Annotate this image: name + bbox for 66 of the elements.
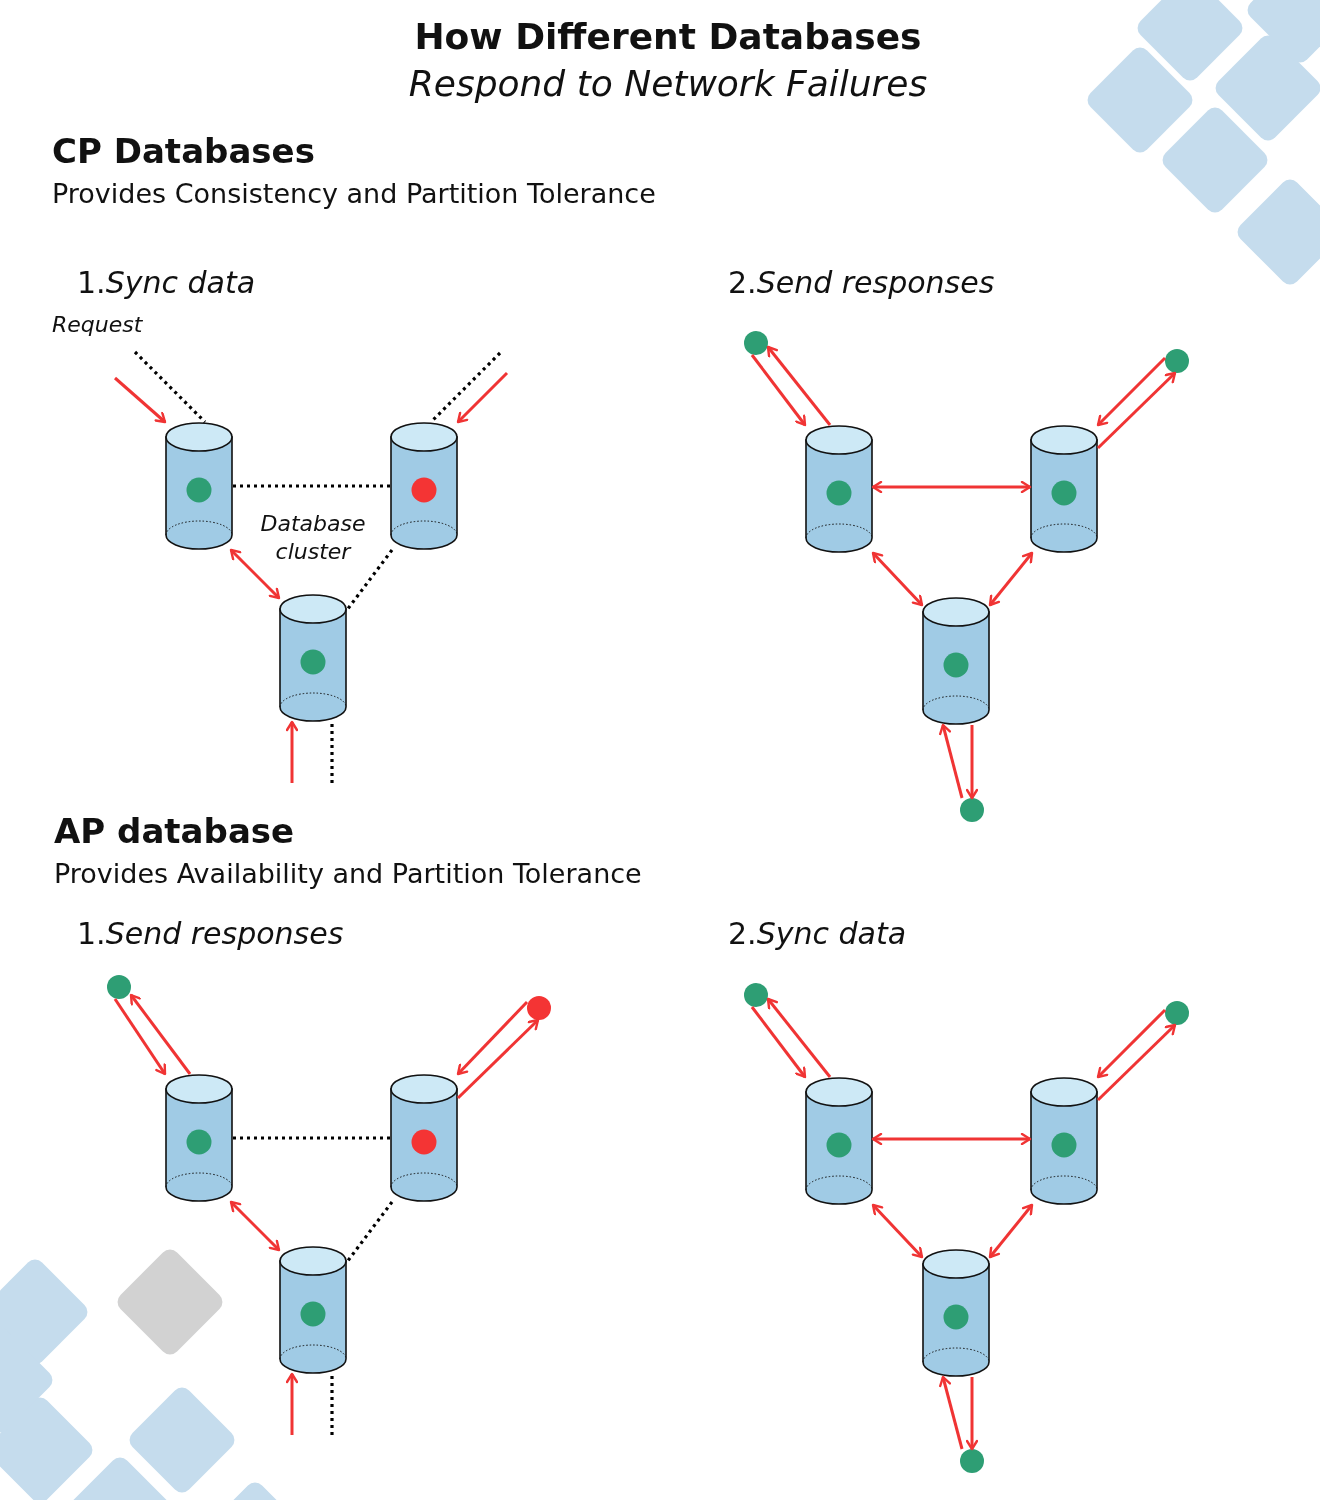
- arrow: [456, 1018, 540, 1100]
- arrow: [766, 997, 832, 1078]
- client-dot: [107, 975, 131, 999]
- dotted-line: [345, 549, 394, 611]
- arrow: [1096, 1023, 1177, 1102]
- dotted-line: [330, 722, 334, 783]
- client-dot: [1165, 349, 1189, 373]
- arrow: [1096, 371, 1177, 450]
- dotted-line: [133, 350, 207, 424]
- arrow: [229, 548, 281, 600]
- arrow: [1096, 356, 1167, 427]
- arrow: [113, 998, 167, 1076]
- client-dot: [744, 983, 768, 1007]
- dotted-line: [233, 484, 390, 488]
- section-heading: AP database: [54, 810, 295, 853]
- request-label: Request: [52, 311, 143, 339]
- client-dot: [960, 798, 984, 822]
- arrow: [871, 551, 924, 607]
- arrow: [285, 720, 299, 783]
- arrow: [988, 551, 1034, 607]
- database-cylinder: [165, 1074, 233, 1202]
- arrow: [871, 480, 1032, 494]
- dotted-line: [330, 1374, 334, 1435]
- arrow: [939, 723, 964, 799]
- arrow: [456, 1000, 529, 1076]
- dotted-line: [345, 1201, 394, 1263]
- arrow: [988, 1203, 1034, 1259]
- database-cylinder: [1030, 425, 1098, 553]
- arrow: [114, 376, 167, 424]
- arrow: [939, 1375, 964, 1450]
- step-heading: 1.Sync data: [77, 264, 256, 302]
- section-subtitle: Provides Availability and Partition Tolerance: [54, 857, 642, 891]
- arrow: [1096, 1008, 1167, 1079]
- arrow: [750, 1006, 807, 1079]
- client-dot: [527, 996, 551, 1020]
- arrow: [871, 1132, 1032, 1146]
- database-cylinder: [922, 1249, 990, 1377]
- arrow: [965, 725, 979, 800]
- database-cylinder: [279, 1246, 347, 1374]
- arrow: [750, 354, 807, 427]
- client-dot: [960, 1449, 984, 1473]
- section-heading: CP Databases: [52, 130, 315, 173]
- title: How Different Databases Respond to Network Failures: [407, 15, 929, 106]
- database-cylinder: [805, 425, 873, 553]
- arrow: [129, 993, 192, 1075]
- database-cylinder: [390, 1074, 458, 1202]
- section-subtitle: Provides Consistency and Partition Tolerance: [52, 177, 656, 211]
- database-cylinder: [1030, 1077, 1098, 1205]
- step-heading: 2.Sync data: [728, 915, 907, 953]
- cluster-label: Database cluster: [259, 510, 367, 565]
- database-cylinder: [805, 1077, 873, 1205]
- database-cylinder: [390, 422, 458, 550]
- step-heading: 2.Send responses: [728, 264, 995, 302]
- dotted-line: [233, 1136, 390, 1140]
- client-dot: [744, 331, 768, 355]
- arrow: [766, 345, 832, 426]
- database-cylinder: [922, 597, 990, 725]
- database-cylinder: [165, 422, 233, 550]
- database-cylinder: [279, 594, 347, 722]
- arrow: [229, 1200, 281, 1252]
- arrow: [965, 1377, 979, 1451]
- arrow: [871, 1203, 924, 1259]
- client-dot: [1165, 1001, 1189, 1025]
- arrow: [285, 1372, 299, 1435]
- arrow: [456, 371, 509, 424]
- step-heading: 1.Send responses: [77, 915, 344, 953]
